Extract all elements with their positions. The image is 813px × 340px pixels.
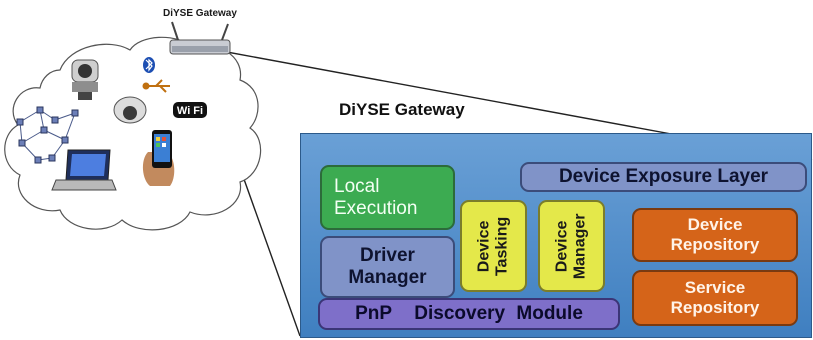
pnp-discovery-module-label: PnP Discovery Module <box>355 303 583 325</box>
wifi-label: Wi Fi <box>177 105 203 117</box>
local-execution-label: Local Execution <box>334 175 418 219</box>
laptop-icon <box>51 149 117 191</box>
device-exposure-layer-box: Device Exposure Layer <box>520 162 807 192</box>
device-manager-box: Device Manager <box>538 200 605 292</box>
pnp-discovery-module-box: PnP Discovery Module <box>318 298 620 330</box>
camera-icon <box>71 59 99 100</box>
local-execution-box: Local Execution <box>320 165 455 230</box>
device-manager-label: Device Manager <box>553 213 589 279</box>
device-tasking-label: Device Tasking <box>475 216 511 276</box>
device-repository-box: Device Repository <box>632 208 798 262</box>
sensor-network-icon <box>16 106 79 164</box>
gateway-title: DiYSE Gateway <box>339 100 465 119</box>
driver-manager-label: Driver Manager <box>348 245 427 288</box>
usb-icon <box>142 79 170 93</box>
smartphone-icon <box>142 130 175 186</box>
cloud-shape <box>4 36 262 231</box>
driver-manager-box: Driver Manager <box>320 236 455 298</box>
device-tasking-box: Device Tasking <box>460 200 527 292</box>
service-repository-box: Service Repository <box>632 270 798 326</box>
device-repository-label: Device Repository <box>670 215 760 254</box>
bluetooth-icon <box>143 57 155 73</box>
service-repository-label: Service Repository <box>670 278 760 317</box>
gateway-router-icon <box>169 21 231 55</box>
gateway-caption: DiYSE Gateway <box>163 8 237 19</box>
dome-camera-icon <box>113 96 147 124</box>
device-exposure-layer-label: Device Exposure Layer <box>558 166 769 188</box>
wifi-icon: Wi Fi <box>173 102 207 118</box>
